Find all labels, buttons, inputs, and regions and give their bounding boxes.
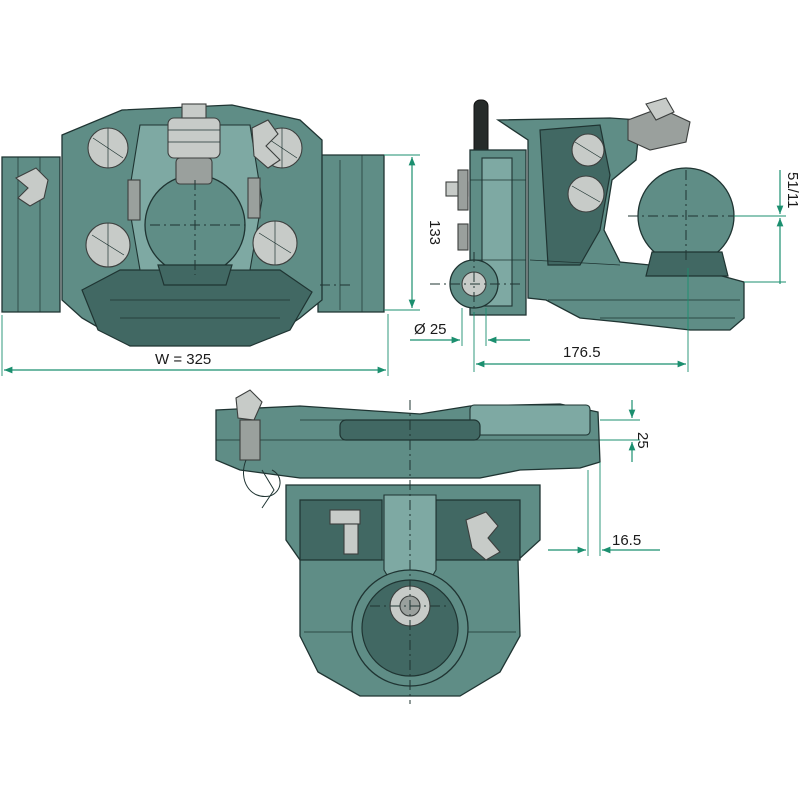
dim-ball-label: 51/11 (784, 172, 800, 208)
side-view (430, 97, 745, 331)
dim-depth-label: 176.5 (563, 344, 601, 361)
dim-diameter-label: Ø 25 (414, 321, 447, 338)
dim-height-label: 133 (426, 220, 443, 245)
dimension-lines (1, 154, 786, 556)
dim-width-label: W = 325 (155, 351, 211, 368)
dim-offset-vertical-label: 25 (634, 432, 651, 449)
locking-pin (167, 103, 221, 185)
dim-offset-horizontal-label: 16.5 (612, 532, 641, 549)
top-view (215, 389, 601, 704)
front-view (1, 103, 385, 347)
